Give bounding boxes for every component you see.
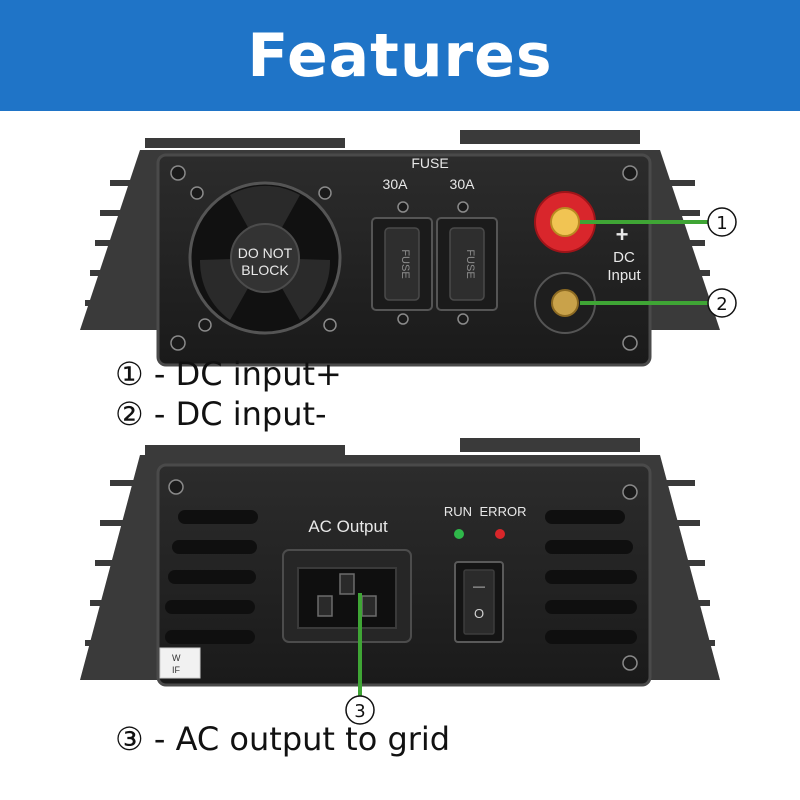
fuse-holder-left: FUSE (371, 217, 433, 311)
fuse-left-text: FUSE (399, 249, 411, 278)
run-label: RUN (444, 504, 472, 519)
fuse-left-rating: 30A (383, 176, 409, 192)
callout-marker-3 (345, 695, 375, 725)
warning-sticker: W IF (159, 647, 201, 679)
dc-input-line1: DC (613, 249, 635, 266)
fuse-right-rating: 30A (450, 176, 476, 192)
top-inverter-panel: DO NOT BLOCK FUSE 30A 30A FUSE FUSE + DC… (80, 130, 737, 367)
callout-number-3: 3 (354, 701, 365, 722)
error-label: ERROR (480, 504, 527, 519)
fan-vent: DO NOT BLOCK (188, 181, 342, 335)
sticker-line2: IF (172, 665, 181, 675)
switch-off-mark: O (474, 606, 484, 621)
switch-on-mark: — (473, 579, 485, 593)
ac-output-label: AC Output (308, 517, 388, 536)
power-switch[interactable]: — O (454, 561, 504, 643)
bottom-inverter-panel: AC Output RUN ERROR — O W IF 3 (80, 438, 720, 725)
sticker-line1: W (172, 653, 181, 663)
top-screws (170, 165, 638, 351)
caption-dc-input-positive: ① - DC input+ (115, 355, 342, 393)
caption-dc-input-negative: ② - DC input- (115, 395, 327, 433)
callout-number-2: 2 (716, 294, 727, 315)
run-led (454, 529, 464, 539)
error-led (495, 529, 505, 539)
dc-negative-terminal (534, 272, 596, 334)
features-banner: Features (0, 0, 800, 111)
page-title: Features (247, 20, 553, 91)
caption-ac-output: ③ - AC output to grid (115, 720, 451, 758)
fuse-label: FUSE (411, 155, 448, 171)
fuse-holder-right: FUSE (436, 217, 498, 311)
fuse-right-text: FUSE (464, 249, 476, 278)
dc-input-line2: Input (607, 267, 641, 284)
callout-marker-2 (707, 288, 737, 318)
plus-sign: + (616, 222, 629, 247)
fan-label-line2: BLOCK (241, 262, 289, 278)
fan-label-line1: DO NOT (238, 245, 293, 261)
ac-output-socket (282, 549, 412, 643)
right-vent-slots (545, 510, 637, 644)
left-vent-slots (165, 510, 258, 644)
callout-number-1: 1 (716, 213, 727, 234)
callout-marker-1 (707, 207, 737, 237)
